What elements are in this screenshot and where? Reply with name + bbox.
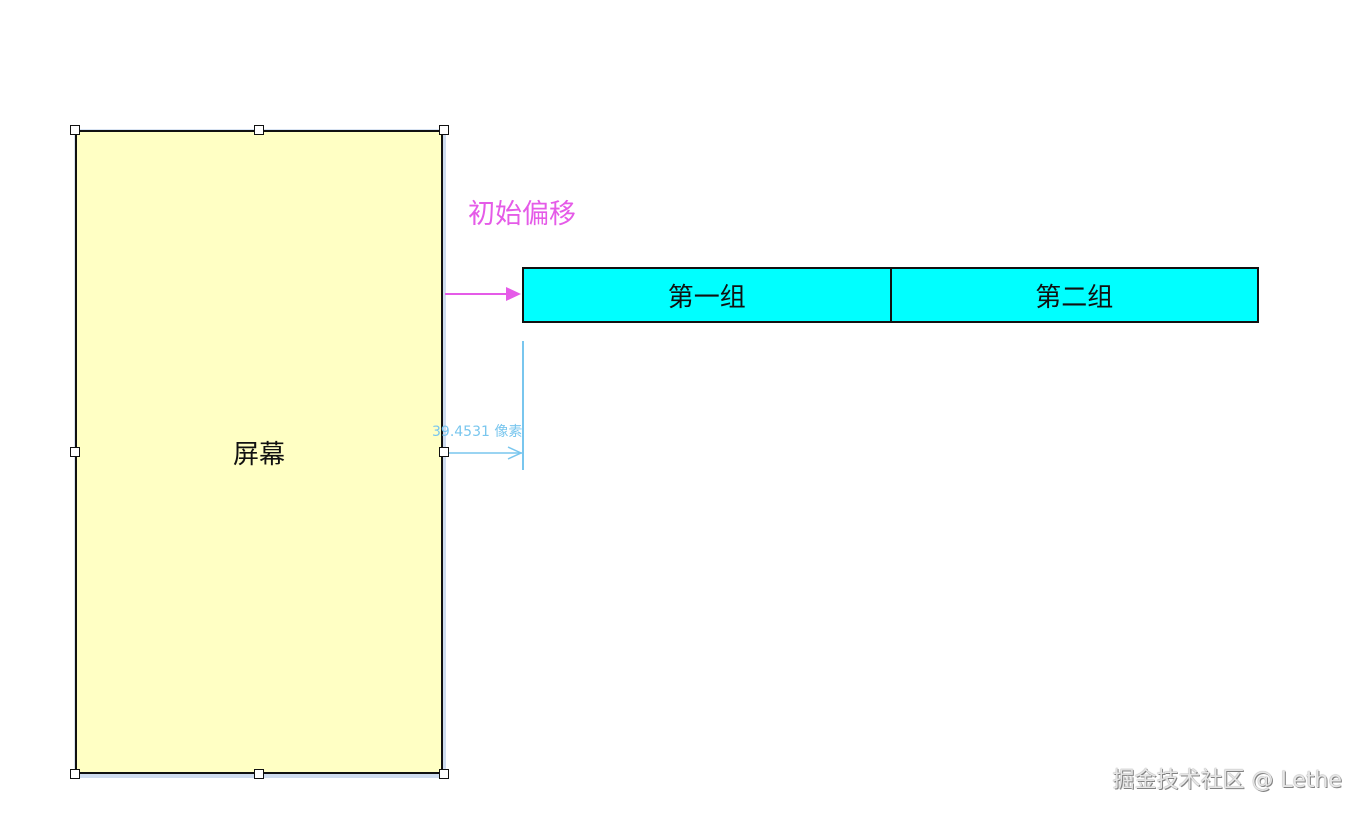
group-second-label: 第二组 (1035, 282, 1114, 313)
group-first-label: 第一组 (667, 282, 746, 313)
resize-handle-bottom-center[interactable] (254, 769, 264, 779)
screen-label: 屏幕 (232, 439, 285, 470)
measurement-guide-icon (449, 341, 524, 470)
resize-handle-middle-right[interactable] (439, 447, 449, 457)
group-second[interactable]: 第二组 (889, 269, 1258, 321)
resize-handle-bottom-left[interactable] (70, 769, 80, 779)
initial-offset-label: 初始偏移 (468, 199, 576, 230)
screen-rect[interactable]: 屏幕 (75, 130, 443, 774)
resize-handle-top-center[interactable] (254, 125, 264, 135)
resize-handle-top-right[interactable] (439, 125, 449, 135)
offset-arrow-icon (445, 287, 521, 301)
resize-handle-middle-left[interactable] (70, 447, 80, 457)
measurement-label: 39.4531 像素 (432, 424, 523, 440)
groups-bar: 第一组 第二组 (522, 267, 1259, 323)
watermark: 掘金技术社区 @ Lethe (1112, 768, 1343, 793)
resize-handle-top-left[interactable] (70, 125, 80, 135)
group-first[interactable]: 第一组 (524, 269, 890, 321)
resize-handle-bottom-right[interactable] (439, 769, 449, 779)
